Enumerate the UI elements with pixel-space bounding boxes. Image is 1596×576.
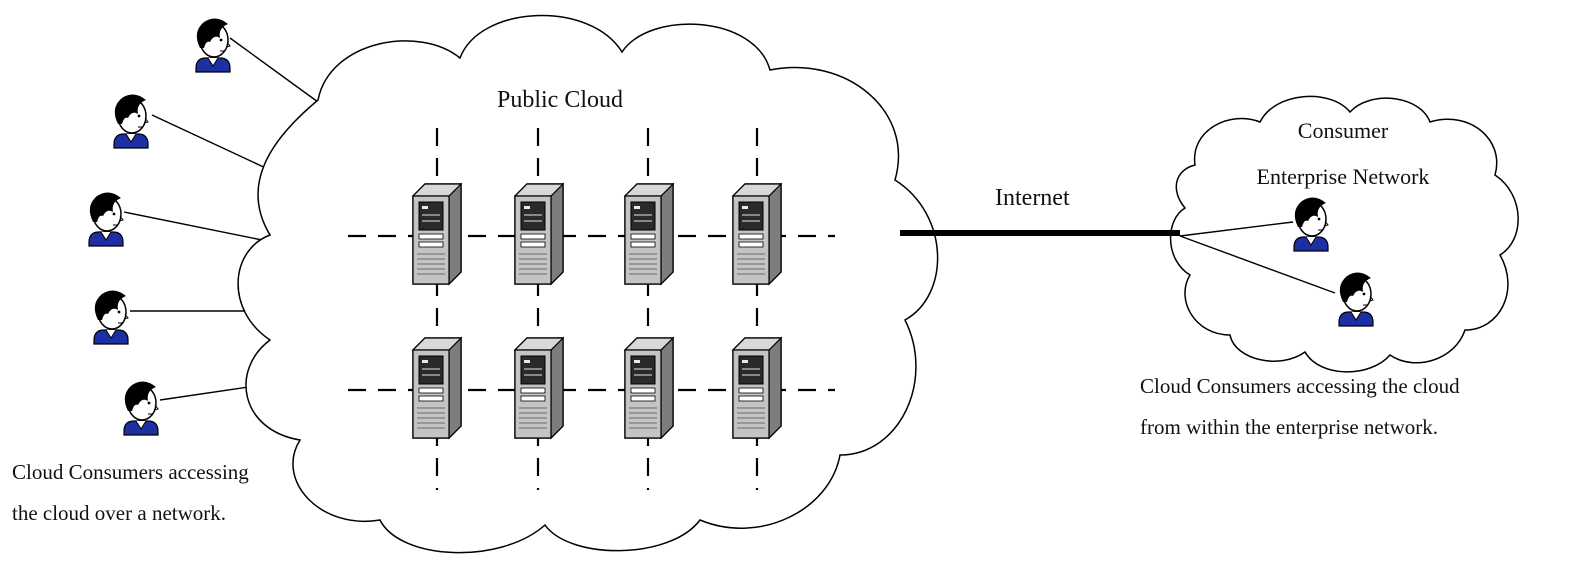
server-icon	[732, 337, 782, 439]
enterprise-consumer-connectors	[1179, 221, 1336, 294]
server-icon	[624, 337, 674, 439]
right-caption: Cloud Consumers accessing the cloud from…	[1140, 376, 1460, 458]
server-icon	[624, 183, 674, 285]
connector-line	[1179, 221, 1294, 237]
person-icon	[93, 289, 129, 345]
connector-line	[123, 211, 273, 243]
server-icon	[514, 183, 564, 285]
enterprise-cloud-shape	[1169, 95, 1519, 373]
left-caption-line: the cloud over a network.	[12, 501, 227, 525]
connector-line	[151, 114, 271, 171]
connector-line	[1179, 235, 1336, 294]
server-icon	[514, 337, 564, 439]
connector-line	[229, 37, 319, 103]
enterprise-network-label-line: Consumer	[1297, 118, 1389, 143]
enterprise-network-label-line: Enterprise Network	[1256, 164, 1430, 189]
person-icon	[195, 17, 231, 73]
enterprise-network-label: Consumer Enterprise Network	[1233, 120, 1453, 212]
person-icon	[123, 380, 159, 436]
server-icon	[412, 337, 462, 439]
left-consumers	[88, 17, 231, 436]
left-consumer-connectors	[123, 37, 319, 401]
server-icon	[732, 183, 782, 285]
right-caption-line: Cloud Consumers accessing the cloud	[1140, 374, 1460, 398]
left-caption-line: Cloud Consumers accessing	[12, 460, 249, 484]
person-icon	[113, 93, 149, 149]
right-caption-line: from within the enterprise network.	[1140, 415, 1438, 439]
server-icon	[412, 183, 462, 285]
person-icon	[88, 191, 124, 247]
left-caption: Cloud Consumers accessing the cloud over…	[12, 462, 249, 544]
public-cloud-label: Public Cloud	[497, 87, 624, 113]
internet-label: Internet	[995, 185, 1070, 211]
